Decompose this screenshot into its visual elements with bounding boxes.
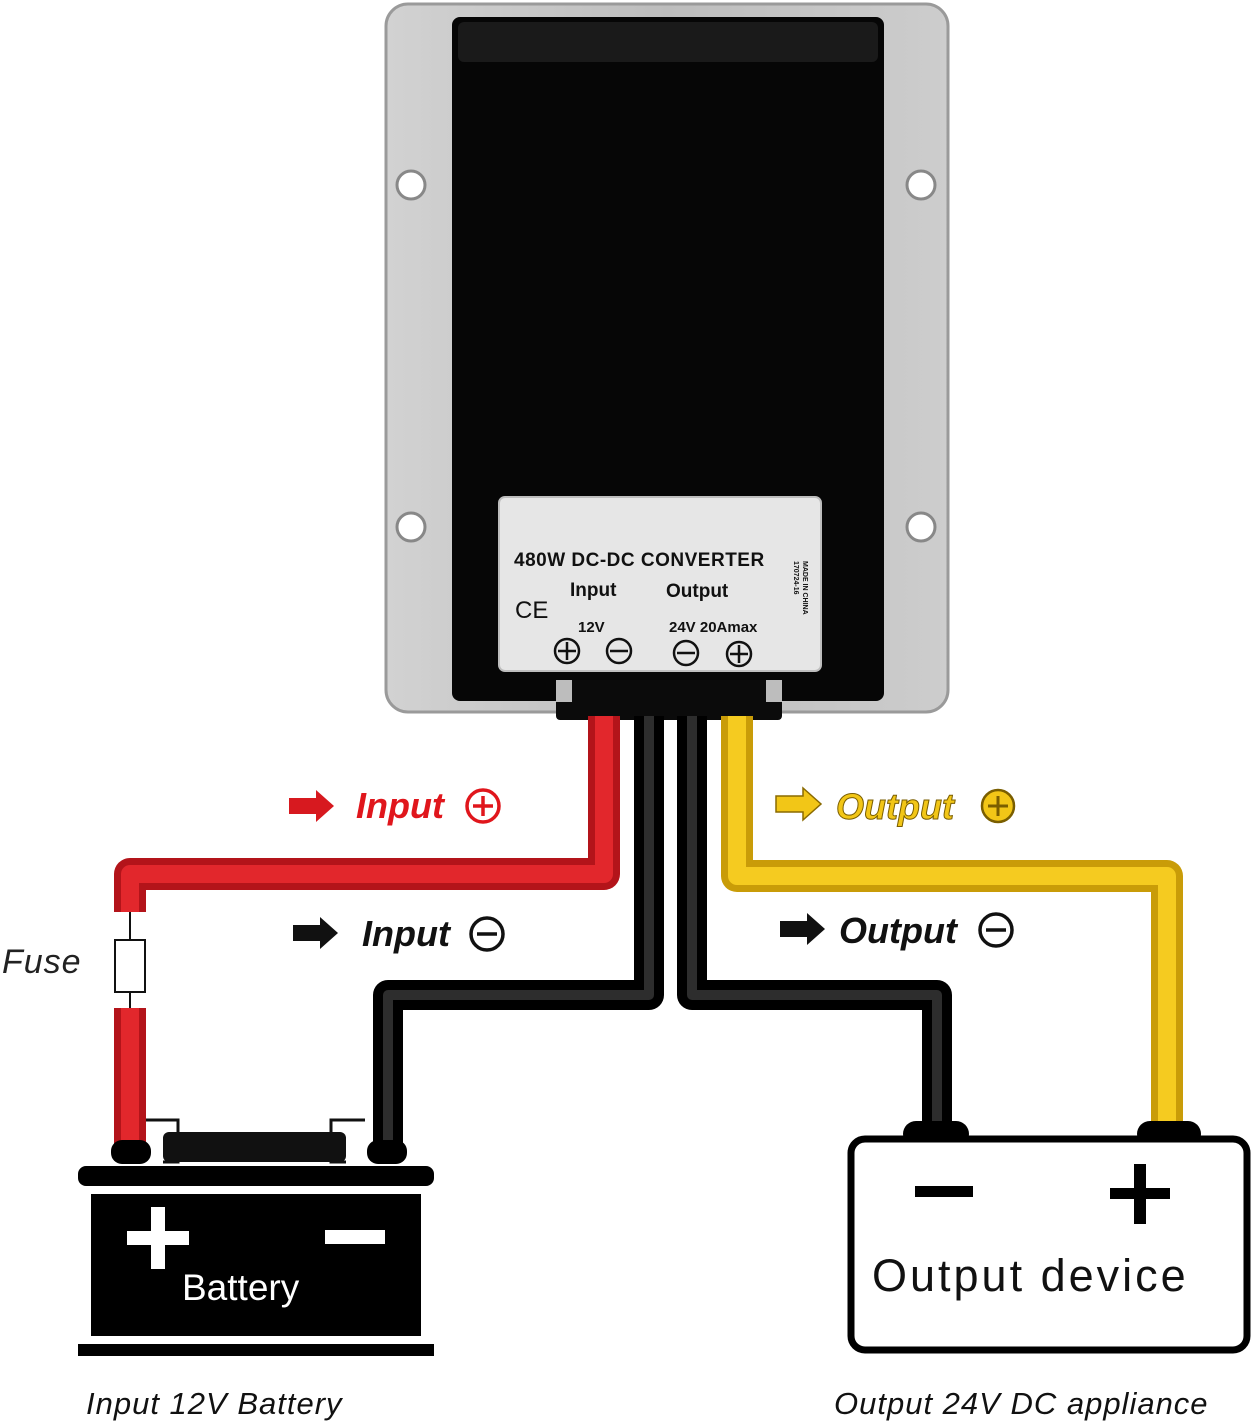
output-positive-label: Output — [836, 786, 956, 827]
battery-positive-terminal — [111, 1140, 151, 1164]
input-positive-label: Input — [356, 785, 446, 826]
plus-circle-icon — [980, 788, 1016, 824]
mounting-hole-top-right — [905, 169, 937, 201]
mounting-hole-top-left — [395, 169, 427, 201]
output-positive-wire — [721, 716, 1183, 1130]
grommet-tab-right — [766, 680, 782, 702]
device-caption: Output 24V DC appliance — [834, 1386, 1209, 1421]
output-positive-callout: Output — [775, 786, 1016, 828]
input-positive-callout: Input — [289, 785, 501, 826]
converter-title: 480W DC-DC CONVERTER — [514, 550, 765, 571]
cable-exit-grommet — [556, 680, 782, 720]
minus-circle-icon — [978, 912, 1014, 948]
plate-input-plus-icon — [553, 637, 581, 665]
arrow-right-icon — [775, 786, 823, 822]
converter-output-label: Output — [666, 581, 729, 602]
converter-output-rating: 24V 20Amax — [669, 619, 758, 636]
battery-minus-icon — [325, 1230, 385, 1244]
input-positive-wire — [114, 716, 620, 1145]
grommet-tab-left — [556, 680, 572, 702]
output-device: Output device — [847, 1121, 1251, 1354]
input-negative-label: Input — [362, 913, 452, 954]
arrow-right-icon — [293, 917, 338, 949]
device-label: Output device — [872, 1250, 1189, 1301]
dc-dc-converter: 480W DC-DC CONVERTER Input Output CE 12V… — [384, 2, 950, 720]
fuse — [114, 912, 146, 1008]
input-negative-callout: Input — [293, 913, 505, 954]
mounting-hole-bottom-right — [905, 511, 937, 543]
converter-input-label: Input — [570, 580, 617, 601]
converter-input-voltage: 12V — [578, 619, 605, 636]
plate-output-minus-icon — [672, 639, 700, 667]
fuse-label: Fuse — [2, 943, 82, 981]
battery-plus-icon — [127, 1207, 189, 1269]
arrow-right-icon — [780, 913, 825, 945]
battery-top-cap — [163, 1132, 346, 1162]
battery-label: Battery — [182, 1267, 300, 1308]
input-negative-wire — [373, 716, 664, 1145]
battery-negative-terminal — [367, 1140, 407, 1164]
battery-base — [78, 1344, 434, 1356]
output-negative-callout: Output — [780, 910, 1014, 951]
device-minus-icon — [915, 1186, 973, 1197]
converter-label-plate — [498, 496, 822, 672]
plate-output-plus-icon — [725, 640, 753, 668]
device-box — [847, 1135, 1251, 1354]
battery-caption: Input 12V Battery — [86, 1386, 343, 1421]
ce-mark: CE — [515, 597, 548, 624]
plus-circle-icon — [465, 788, 501, 824]
converter-serial-text: 170724-16 — [792, 561, 799, 595]
fuse-body — [114, 939, 146, 993]
converter-origin-text: MADE IN CHINA — [801, 561, 808, 615]
battery-lid — [78, 1166, 434, 1186]
output-negative-label: Output — [839, 910, 959, 951]
mounting-hole-bottom-left — [395, 511, 427, 543]
minus-circle-icon — [469, 916, 505, 952]
arrow-right-icon — [289, 790, 334, 822]
battery: Battery — [78, 1118, 434, 1356]
device-plus-icon — [1110, 1164, 1170, 1224]
plate-input-minus-icon — [605, 637, 633, 665]
converter-body-highlight — [458, 22, 878, 62]
output-negative-wire — [677, 716, 952, 1130]
battery-body — [91, 1194, 421, 1336]
